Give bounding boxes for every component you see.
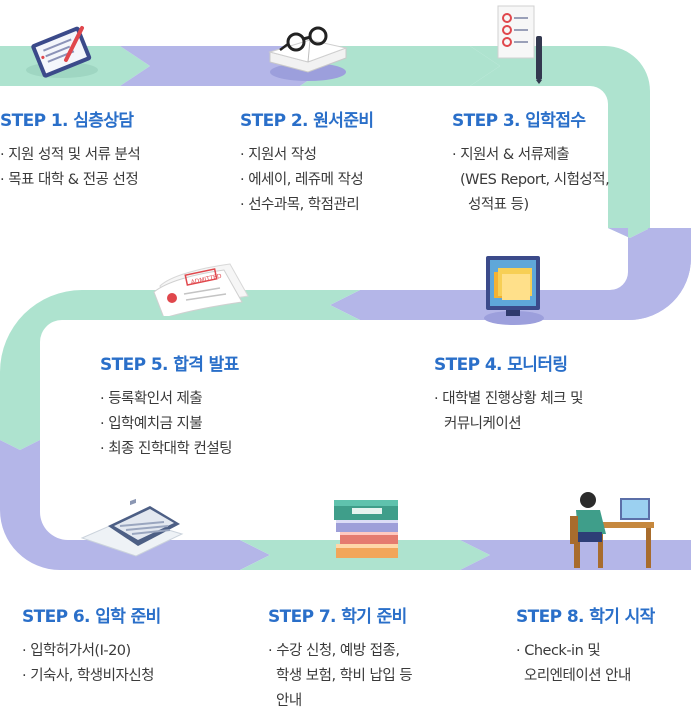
step-8: STEP 8. 학기 시작 · Check-in 및 오리엔테이션 안내: [516, 602, 655, 689]
tablet-checklist-icon: [26, 26, 98, 78]
ribbon-right: [420, 228, 691, 320]
step-line: 커뮤니케이션: [444, 416, 522, 432]
step-2: STEP 2. 원서준비 · 지원서 작성 · 에세이, 레쥬메 작성 · 선수…: [240, 106, 374, 218]
step-title: STEP 8. 학기 시작: [516, 607, 655, 627]
step-line: · 대학별 진행상황 체크 및: [434, 391, 583, 407]
step-title: STEP 2. 원서준비: [240, 111, 374, 131]
step-line: · 입학허가서(I-20): [22, 643, 131, 659]
step-4: STEP 4. 모니터링 · 대학별 진행상황 체크 및 커뮤니케이션: [434, 350, 583, 437]
step-1: STEP 1. 심층상담 · 지원 성적 및 서류 분석 · 목표 대학 & 전…: [0, 106, 141, 193]
book-glasses-icon: [268, 26, 348, 81]
step-line: · 에세이, 레쥬메 작성: [240, 172, 364, 188]
step-7: STEP 7. 학기 준비 · 수강 신청, 예방 접종, 학생 보험, 학비 …: [268, 602, 413, 714]
step-line: · 수강 신청, 예방 접종,: [268, 643, 400, 659]
step-line: · 입학예치금 지불: [100, 416, 203, 432]
step-title: STEP 7. 학기 준비: [268, 607, 407, 627]
ribbon-middle: [0, 290, 360, 450]
ribbon-top: [470, 46, 650, 238]
step-line: · 선수과목, 학점관리: [240, 197, 360, 213]
step-title: STEP 3. 입학접수: [452, 111, 586, 131]
step-line: 오리엔테이션 안내: [524, 668, 631, 684]
calculator-icon: [80, 498, 184, 557]
step-5: STEP 5. 합격 발표 · 등록확인서 제출 · 입학예치금 지불 · 최종…: [100, 350, 239, 462]
step-6: STEP 6. 입학 준비 · 입학허가서(I-20) · 기숙사, 학생비자신…: [22, 602, 161, 689]
step-title: STEP 1. 심층상담: [0, 111, 134, 131]
step-line: 성적표 등): [468, 197, 529, 213]
checklist-pen-icon: [497, 5, 542, 84]
admitted-letter-icon: ADMITTED: [153, 263, 249, 316]
step-3: STEP 3. 입학접수 · 지원서 & 서류제출 (WES Report, 시…: [452, 106, 610, 218]
step-title: STEP 4. 모니터링: [434, 355, 568, 375]
step-line: · 지원 성적 및 서류 분석: [0, 147, 141, 163]
ribbon-middle: [330, 290, 420, 320]
step-line: 안내: [276, 693, 302, 709]
ribbon-bottom: [140, 540, 270, 570]
step-line: · Check-in 및: [516, 643, 601, 659]
step-line: · 지원서 작성: [240, 147, 317, 163]
step-title: STEP 5. 합격 발표: [100, 355, 239, 375]
ribbon-top: [300, 46, 500, 86]
step-line: (WES Report, 시험성적,: [460, 172, 610, 188]
step-line: · 최종 진학대학 컨설팅: [100, 441, 232, 457]
ribbon-left: [0, 440, 140, 570]
step-line: · 기숙사, 학생비자신청: [22, 668, 154, 684]
step-line: · 지원서 & 서류제출: [452, 147, 570, 163]
student-desk-icon: [570, 492, 654, 568]
step-line: · 등록확인서 제출: [100, 391, 203, 407]
book-stack-icon: [334, 500, 398, 558]
step-title: STEP 6. 입학 준비: [22, 607, 161, 627]
step-line: 학생 보험, 학비 납입 등: [276, 668, 413, 684]
step-line: · 목표 대학 & 전공 선정: [0, 172, 139, 188]
monitor-folders-icon: [484, 256, 544, 325]
